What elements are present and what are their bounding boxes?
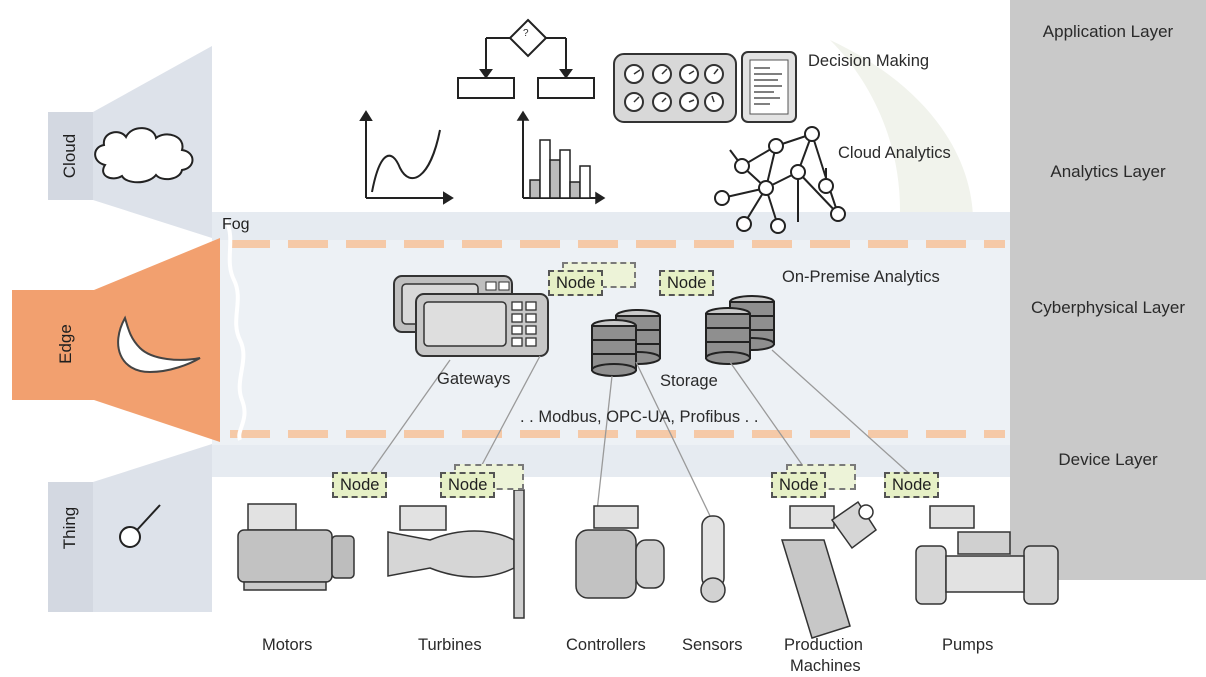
- connector-lines: [367, 349, 913, 521]
- production-label-line1: Production: [784, 636, 863, 654]
- edge-funnel: [94, 238, 220, 442]
- controllers-label: Controllers: [566, 636, 646, 654]
- turbine-device-icon: [387, 489, 525, 619]
- cloud-tier-label: Cloud: [60, 133, 79, 179]
- device-layer-label: Device Layer: [1058, 450, 1158, 469]
- production-machine-device-icon: [780, 500, 878, 639]
- on-premise-analytics-label: On-Premise Analytics: [782, 268, 940, 286]
- motors-label: Motors: [262, 636, 313, 654]
- fog-label: Fog: [222, 216, 250, 233]
- flowchart-icon: [457, 18, 595, 99]
- controller-device-icon: [575, 505, 665, 599]
- cyberphysical-layer-label: Cyberphysical Layer: [1030, 298, 1185, 317]
- cloud-icon: [94, 127, 194, 184]
- database-stack-icon-1: [591, 309, 661, 377]
- application-layer-label: Application Layer: [1042, 22, 1174, 41]
- thing-pin-icon: [119, 504, 161, 548]
- node-badge-storage-1: Node: [548, 270, 604, 296]
- histogram-icon: [516, 110, 606, 205]
- analytics-layer-label: Analytics Layer: [1050, 162, 1166, 181]
- thing-funnel: [93, 444, 212, 612]
- layer-panel: [1010, 0, 1206, 580]
- cloud-analytics-label: Cloud Analytics: [838, 144, 951, 162]
- gateway-device-front: [415, 293, 549, 357]
- protocols-label: . . Modbus, OPC-UA, Profibus . .: [520, 408, 759, 426]
- gateways-label: Gateways: [437, 370, 511, 388]
- production-label-line2: Machines: [790, 657, 861, 675]
- cloud-tier-bar: [48, 112, 93, 200]
- database-stack-icon-2: [705, 295, 775, 365]
- thing-tier-bar: [48, 482, 93, 612]
- decision-symbol: ?: [523, 28, 529, 39]
- motor-device-icon: [237, 503, 355, 591]
- node-badge-motors: Node: [332, 472, 388, 498]
- edge-crescent-icon: [117, 315, 201, 374]
- pumps-label: Pumps: [942, 636, 994, 654]
- report-document-icon: [741, 51, 797, 123]
- storage-label: Storage: [660, 372, 718, 390]
- node-badge-pumps: Node: [884, 472, 940, 498]
- fog-wave: [224, 219, 247, 441]
- node-badge-production: Node: [771, 472, 827, 498]
- decision-making-label: Decision Making: [808, 52, 930, 70]
- sensor-device-icon: [700, 515, 726, 603]
- edge-tier-label: Edge: [56, 324, 75, 364]
- node-badge-storage-2: Node: [659, 270, 715, 296]
- network-graph-icon: [714, 126, 846, 234]
- edge-tier-bar: [12, 290, 94, 400]
- sensors-label: Sensors: [682, 636, 743, 654]
- node-badge-turbines: Node: [440, 472, 496, 498]
- line-plot-icon: [359, 110, 454, 205]
- turbines-label: Turbines: [418, 636, 482, 654]
- pump-device-icon: [915, 505, 1059, 605]
- gauges-dashboard-icon: [613, 53, 737, 123]
- thing-tier-label: Thing: [60, 506, 79, 550]
